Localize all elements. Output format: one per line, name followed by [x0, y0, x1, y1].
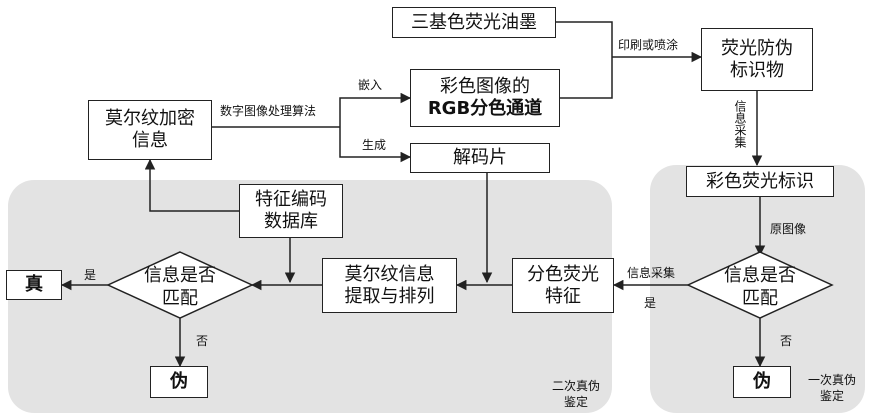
- second-line2: 鉴定: [552, 394, 600, 410]
- embed-label: 嵌入: [358, 76, 382, 93]
- database-to-info-arrow: [150, 160, 239, 211]
- second-verification-label: 二次真伪 鉴定: [552, 378, 600, 410]
- color-mark-label: 彩色荧光标识: [706, 171, 814, 193]
- true-label: 真: [25, 274, 43, 296]
- ink-box: 三基色荧光油墨: [392, 7, 556, 38]
- match-right-line2: 匹配: [742, 288, 778, 309]
- no-left-label: 否: [196, 332, 208, 349]
- yes-right-label: 是: [644, 294, 656, 311]
- generate-label: 生成: [362, 136, 386, 153]
- embed-arrow: [340, 98, 410, 127]
- database-box: 特征编码 数据库: [239, 184, 343, 238]
- true-box: 真: [6, 270, 62, 300]
- yes-left-label: 是: [84, 266, 96, 283]
- database-line2: 数据库: [255, 211, 327, 233]
- rgb-box: 彩色图像的 RGB分色通道: [410, 69, 560, 127]
- database-line1: 特征编码: [255, 189, 327, 211]
- decoder-label: 解码片: [453, 147, 507, 169]
- moire-info-line1: 莫尔纹加密: [105, 108, 195, 130]
- no-right-label: 否: [780, 332, 792, 349]
- second-line1: 二次真伪: [552, 378, 600, 394]
- print-label: 印刷或喷涂: [618, 36, 678, 53]
- process-label: 数字图像处理算法: [220, 102, 316, 119]
- fake-right-box: 伪: [733, 366, 791, 398]
- fake-left-box: 伪: [150, 366, 208, 398]
- match-right-line1: 信息是否: [724, 265, 796, 286]
- rgb-line2: RGB分色通道: [428, 98, 542, 120]
- moire-info-line2: 信息: [105, 130, 195, 152]
- original-label: 原图像: [770, 220, 806, 237]
- collect-horizontal-label: 信息采集: [627, 264, 675, 281]
- extract-line1: 莫尔纹信息: [345, 264, 435, 286]
- rgb-line1: 彩色图像的: [428, 76, 542, 98]
- fluoro-mark-line1: 荧光防伪: [721, 38, 793, 60]
- separation-box: 分色荧光 特征: [512, 258, 614, 313]
- first-verification-label: 一次真伪 鉴定: [808, 372, 856, 404]
- match-left-line1: 信息是否: [144, 265, 216, 286]
- extract-box: 莫尔纹信息 提取与排列: [322, 258, 457, 313]
- fake-left-label: 伪: [170, 371, 188, 393]
- first-line1: 一次真伪: [808, 372, 856, 388]
- fake-right-label: 伪: [753, 371, 771, 393]
- color-mark-box: 彩色荧光标识: [686, 166, 834, 197]
- extract-line2: 提取与排列: [345, 286, 435, 308]
- rgb-connector: [560, 57, 612, 98]
- decoder-box: 解码片: [410, 143, 550, 173]
- separation-line2: 特征: [527, 286, 599, 308]
- moire-info-box: 莫尔纹加密 信息: [88, 100, 212, 160]
- match-left-line2: 匹配: [162, 288, 198, 309]
- separation-line1: 分色荧光: [527, 264, 599, 286]
- ink-label: 三基色荧光油墨: [411, 12, 537, 34]
- collect-vertical-label: 信息采集: [732, 100, 749, 148]
- ink-connector: [556, 22, 612, 57]
- fluoro-mark-line2: 标识物: [721, 60, 793, 82]
- first-line2: 鉴定: [808, 388, 856, 404]
- fluoro-mark-box: 荧光防伪 标识物: [701, 28, 813, 91]
